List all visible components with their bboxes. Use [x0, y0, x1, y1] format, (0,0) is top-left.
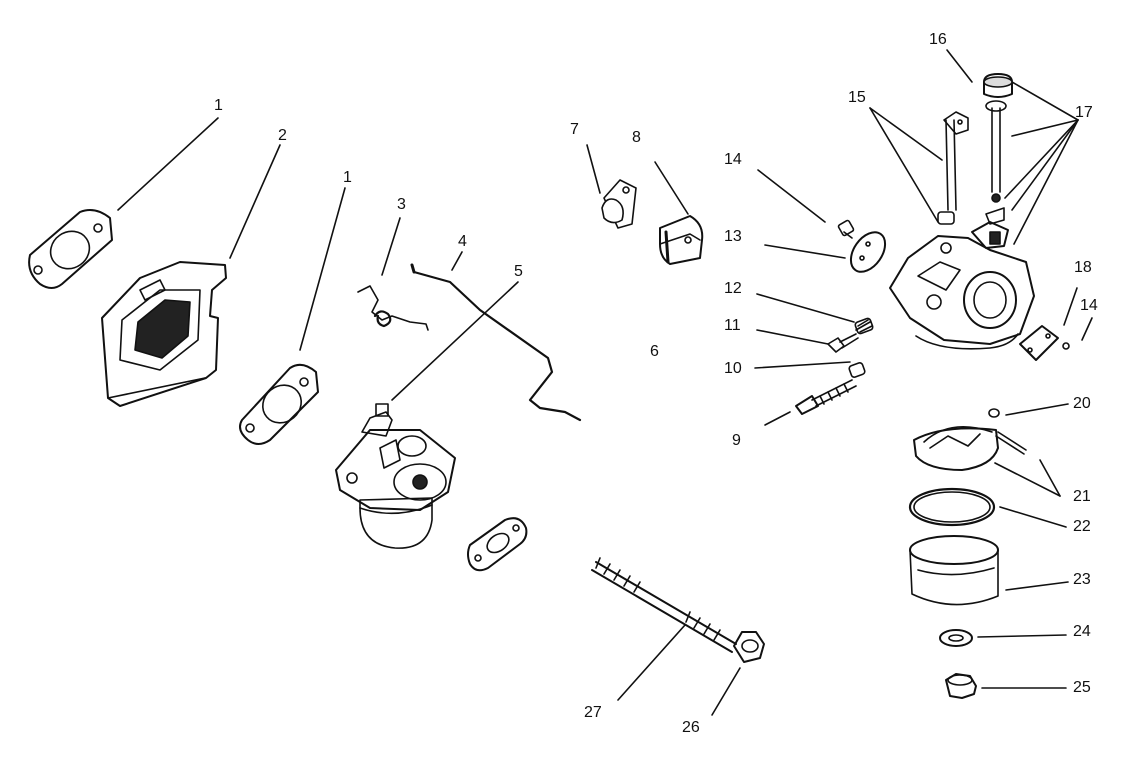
callout-16: 16 [929, 31, 947, 48]
top-cap [983, 73, 1013, 98]
callout-1-mid: 1 [343, 169, 352, 186]
callout-14-side: 14 [1080, 297, 1098, 314]
callout-14-top: 14 [724, 151, 742, 168]
choke-bushing [601, 179, 637, 229]
callout-7: 7 [570, 121, 579, 138]
callout-26: 26 [682, 719, 700, 736]
callout-4: 4 [458, 233, 467, 250]
mounting-stud [591, 557, 737, 653]
callout-21: 21 [1073, 488, 1091, 505]
bowl-nut [945, 673, 977, 699]
float-pin [988, 408, 1027, 455]
o-ring [908, 487, 996, 527]
idle-spring [854, 317, 874, 335]
gasket-mid [239, 363, 319, 445]
float [913, 426, 999, 471]
callout-20: 20 [1073, 395, 1091, 412]
callout-12: 12 [724, 280, 742, 297]
callout-13: 13 [724, 228, 742, 245]
leader-lines [117, 49, 1093, 716]
callout-9: 9 [732, 432, 741, 449]
callout-25: 25 [1073, 679, 1091, 696]
choke-block [659, 215, 704, 265]
callout-15: 15 [848, 89, 866, 106]
gasket-small [467, 517, 528, 572]
idle-screw [827, 333, 859, 353]
washer [939, 629, 973, 647]
carburetor-body-right [889, 235, 1035, 350]
side-plate [1019, 325, 1070, 361]
spring [357, 285, 429, 331]
adapter-plate [101, 261, 227, 407]
hex-nut [733, 631, 765, 663]
mixture-spring [848, 362, 866, 378]
throttle-rod [410, 263, 582, 422]
callout-22: 22 [1073, 518, 1091, 535]
callout-24: 24 [1073, 623, 1091, 640]
callout-3: 3 [397, 196, 406, 213]
choke-plate [849, 231, 887, 273]
callout-10: 10 [724, 360, 742, 377]
callout-27: 27 [584, 704, 602, 721]
choke-shaft [971, 100, 1009, 249]
float-bowl [909, 535, 999, 606]
callout-6: 6 [650, 343, 659, 360]
callout-8: 8 [632, 129, 641, 146]
screw-top [837, 219, 855, 239]
throttle-shaft [937, 111, 969, 225]
callout-1-left: 1 [214, 97, 223, 114]
gasket-left [28, 209, 113, 289]
callout-18: 18 [1074, 259, 1092, 276]
callout-5: 5 [514, 263, 523, 280]
callout-23: 23 [1073, 571, 1091, 588]
callout-2: 2 [278, 127, 287, 144]
callout-11: 11 [724, 317, 741, 334]
callout-17: 17 [1075, 104, 1093, 121]
needle-screw [795, 379, 857, 415]
carburetor-assembly [335, 403, 456, 549]
